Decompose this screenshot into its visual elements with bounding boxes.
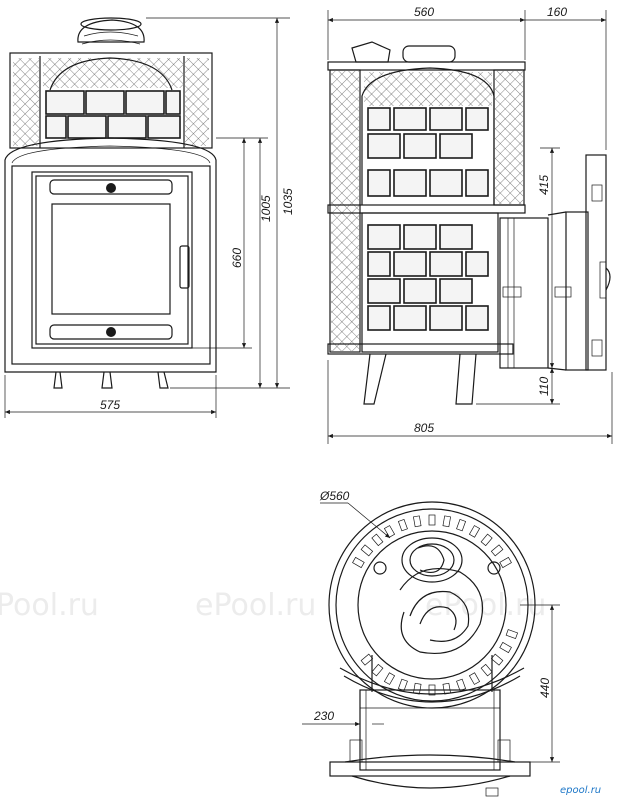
vent-slot: [413, 682, 422, 695]
dim-door-height: 660: [230, 248, 244, 268]
vent-slot: [397, 678, 408, 692]
front-view: [4, 17, 217, 389]
top-dimensions: Ø560 230 440: [302, 489, 560, 763]
dim-door-depth: 160: [547, 5, 567, 19]
vent-slot: [383, 525, 396, 538]
watermark-1: Pool.ru: [0, 588, 99, 623]
vent-slot: [397, 518, 408, 532]
front-glass: [51, 203, 171, 315]
dim-total-depth: 805: [414, 421, 434, 435]
watermark-2: ePool.ru: [195, 588, 316, 623]
vent-slot: [442, 682, 451, 695]
dim-front-width: 575: [100, 398, 120, 412]
dim-tunnel-length: 440: [538, 678, 552, 698]
vent-slot: [456, 678, 467, 692]
vent-slot: [499, 556, 512, 569]
vent-slot: [490, 653, 504, 666]
side-view: [327, 41, 611, 405]
dim-side-depth: 560: [414, 5, 434, 19]
vent-slot: [371, 533, 384, 547]
front-top-vents: [49, 179, 173, 195]
vent-slot: [468, 525, 481, 538]
vent-slot: [505, 629, 519, 640]
dim-tunnel-width: 230: [313, 709, 334, 723]
top-view: [328, 501, 536, 797]
vent-slot: [383, 672, 396, 685]
front-door-handle: [179, 245, 190, 289]
vent-slot: [442, 515, 451, 528]
vent-slot: [413, 515, 422, 528]
dim-total-height: 1035: [281, 188, 295, 215]
vent-slot: [456, 518, 467, 532]
vent-slot: [360, 653, 374, 666]
top-vent-ring: [352, 514, 519, 696]
brand-label: epool.ru: [560, 785, 601, 796]
dim-leg-height: 110: [537, 377, 551, 396]
vent-slot: [428, 514, 436, 526]
vent-slot: [480, 533, 493, 547]
side-door-panel: [585, 154, 607, 371]
vent-slot: [428, 684, 436, 696]
watermark-3: ePool.ru: [425, 588, 546, 623]
side-dimensions: 560 160 415 110 805: [327, 5, 613, 444]
vent-slot: [490, 544, 504, 557]
vent-slot: [352, 556, 365, 569]
vent-slot: [371, 663, 384, 677]
dim-door-section: 415: [537, 175, 551, 195]
dim-body-height: 1005: [259, 195, 273, 222]
front-dimensions: 575 1035 1005 660: [4, 17, 295, 418]
vent-slot: [499, 641, 512, 654]
side-door-handle: [605, 267, 611, 291]
vent-slot: [480, 663, 493, 677]
vent-slot: [468, 672, 481, 685]
top-door-plate: [329, 761, 531, 777]
vent-slot: [360, 544, 374, 557]
dim-diameter: Ø560: [319, 489, 350, 503]
